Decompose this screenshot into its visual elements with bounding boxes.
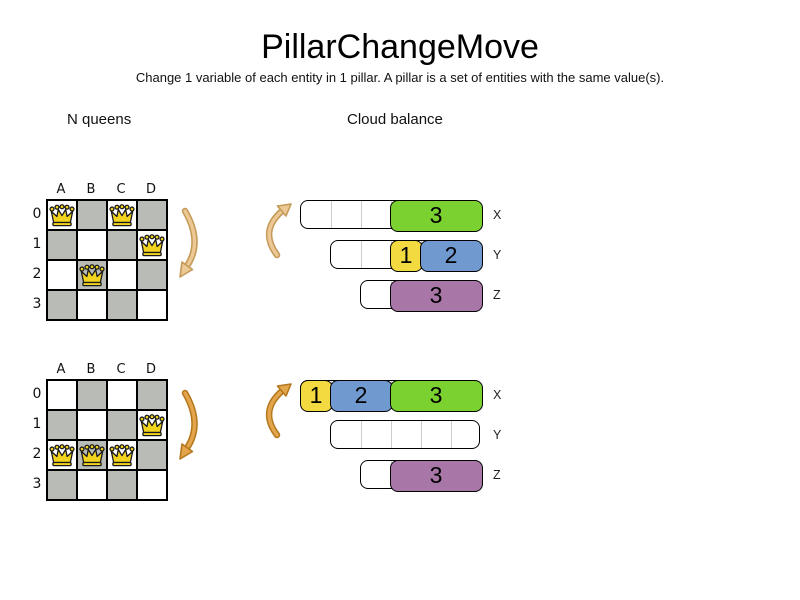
board-cell <box>107 470 137 500</box>
board-cell <box>137 440 167 470</box>
board-cell <box>77 290 107 320</box>
bar-cell-divider <box>451 421 452 448</box>
column-label: A <box>56 182 66 197</box>
bar-cell-divider <box>361 241 362 268</box>
column-label: D <box>145 182 156 197</box>
computer-label: Y <box>493 247 502 262</box>
board-cell <box>137 200 167 230</box>
move-arrow-icon <box>179 207 198 278</box>
board-cell <box>107 410 137 440</box>
queen-icon <box>49 204 75 227</box>
computer-label: Z <box>493 287 501 302</box>
board-cell <box>107 290 137 320</box>
process-block: 1 <box>389 239 423 272</box>
board-cell <box>137 470 167 500</box>
process-block: 1 <box>299 379 333 412</box>
queen-icon <box>79 264 105 287</box>
column-label: B <box>86 362 96 377</box>
process-block: 3 <box>389 459 483 492</box>
board-cell <box>137 260 167 290</box>
column-label: C <box>116 182 126 197</box>
board-cell <box>77 230 107 260</box>
queen-icon <box>49 444 75 467</box>
board-cell <box>47 260 77 290</box>
board-cell <box>107 380 137 410</box>
move-arrow-icon <box>266 203 292 259</box>
board-cell <box>47 230 77 260</box>
row-label: 1 <box>32 236 42 252</box>
column-label: A <box>56 362 66 377</box>
column-label: D <box>145 362 156 377</box>
board-cell <box>137 290 167 320</box>
board-cell <box>77 200 107 230</box>
board-cell <box>77 380 107 410</box>
computer-label: Y <box>493 427 502 442</box>
column-label: B <box>86 182 96 197</box>
process-block: 3 <box>389 279 483 312</box>
section-label-cloud-balance: Cloud balance <box>347 111 443 128</box>
process-block: 3 <box>389 199 483 232</box>
chessboard-nqueens-after: A B C D 0 1 2 3 <box>30 362 180 502</box>
row-label: 2 <box>32 266 42 282</box>
board-grid <box>46 379 168 501</box>
queen-icon <box>139 414 165 437</box>
computer-label: X <box>493 387 502 402</box>
row-label: 1 <box>32 416 42 432</box>
process-block: 2 <box>329 379 393 412</box>
board-cell <box>107 260 137 290</box>
computer-label: X <box>493 207 502 222</box>
row-label: 3 <box>32 476 42 492</box>
board-cell <box>47 380 77 410</box>
bar-cell-divider <box>361 421 362 448</box>
bar-cell-divider <box>391 421 392 448</box>
board-cell <box>47 290 77 320</box>
board-cell <box>107 230 137 260</box>
board-cell <box>137 380 167 410</box>
row-label: 3 <box>32 296 42 312</box>
queen-icon <box>79 444 105 467</box>
row-label: 0 <box>32 386 42 402</box>
move-arrow-icon <box>179 389 198 460</box>
board-cell <box>77 410 107 440</box>
section-label-nqueens: N queens <box>67 111 132 128</box>
bar-cell-divider <box>421 421 422 448</box>
computer-label: Z <box>493 467 501 482</box>
bar-cell-divider <box>331 201 332 228</box>
cloud-bar-y-after: Y <box>330 420 501 449</box>
queen-icon <box>109 444 135 467</box>
queen-icon <box>109 204 135 227</box>
move-arrow-icon <box>266 383 292 439</box>
board-cell <box>47 410 77 440</box>
chessboard-nqueens-before: A B C D 0 1 2 3 <box>30 182 180 322</box>
process-block: 3 <box>389 379 483 412</box>
process-block: 2 <box>419 239 483 272</box>
page-title: PillarChangeMove <box>261 28 539 66</box>
board-cell <box>77 470 107 500</box>
queen-icon <box>139 234 165 257</box>
board-grid <box>46 199 168 321</box>
row-label: 2 <box>32 446 42 462</box>
column-label: C <box>116 362 126 377</box>
page-subtitle: Change 1 variable of each entity in 1 pi… <box>135 70 665 85</box>
board-cell <box>47 470 77 500</box>
row-label: 0 <box>32 206 42 222</box>
bar-cell-divider <box>361 201 362 228</box>
